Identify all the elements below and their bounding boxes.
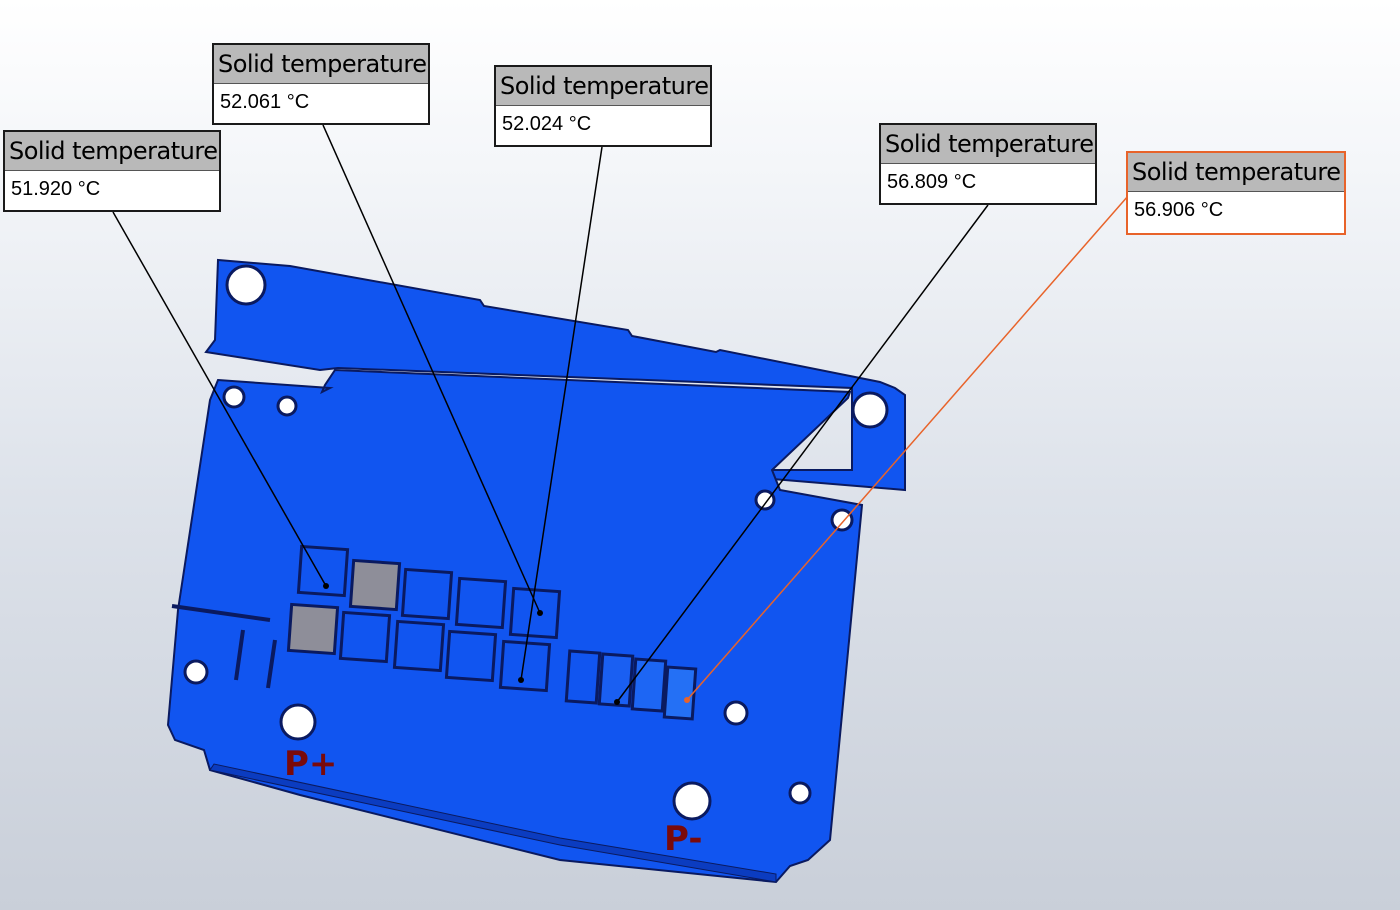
cell [662,665,698,721]
mounting-hole-icon [276,395,298,417]
temperature-probe-2[interactable]: Solid temperature 52.061 °C [212,43,430,125]
mounting-hole-icon [222,385,246,409]
leader-line-1 [112,211,327,587]
cell [444,629,498,683]
probe-title: Solid temperature [1128,153,1344,192]
mounting-hole-icon [830,508,854,532]
cell [392,619,446,673]
temperature-probe-1[interactable]: Solid temperature 51.920 °C [3,130,221,212]
board-bottom-rim [209,763,777,883]
cell [508,586,562,640]
negative-terminal-label: P- [664,819,702,859]
probe-value: 52.061 °C [220,91,310,113]
mounting-hole-icon [225,264,267,306]
leader-line-3 [520,146,603,681]
cell [296,544,350,598]
leader-line-4 [616,204,989,703]
cell-grid-left[interactable] [286,544,562,693]
mounting-hole-icon [672,781,712,821]
probe-title: Solid temperature [214,45,428,84]
probe-title: Solid temperature [496,67,710,106]
temperature-probe-3[interactable]: Solid temperature 52.024 °C [494,65,712,147]
cell-grid-right[interactable] [564,649,698,721]
temperature-probe-5[interactable]: Solid temperature 56.906 °C [1126,151,1346,235]
mounting-hole-icon [851,391,889,429]
cell [400,567,454,621]
bus-trace [171,604,277,689]
probe-title: Solid temperature [5,132,219,171]
positive-terminal-label: P+ [284,744,337,784]
cell [564,649,602,705]
temperature-probe-4[interactable]: Solid temperature 56.809 °C [879,123,1097,205]
mounting-hole-icon [183,659,209,685]
leader-line-2 [322,124,541,614]
leader-line-5 [686,195,1129,701]
probe-value: 51.920 °C [11,178,101,200]
cell [286,602,340,656]
cell [454,576,508,630]
cell [597,652,635,708]
probe-value: 56.906 °C [1134,199,1224,221]
upper-bracket-plate[interactable] [204,258,906,492]
probe-value: 52.024 °C [502,113,592,135]
mounting-hole-icon [788,781,812,805]
cell [630,657,668,713]
mounting-hole-icon [723,700,749,726]
mounting-hole-icon [754,489,776,511]
mounting-hole-icon [279,703,317,741]
cell [348,558,402,612]
probe-value: 56.809 °C [887,171,977,193]
probe-title: Solid temperature [881,125,1095,164]
cell [338,610,392,664]
